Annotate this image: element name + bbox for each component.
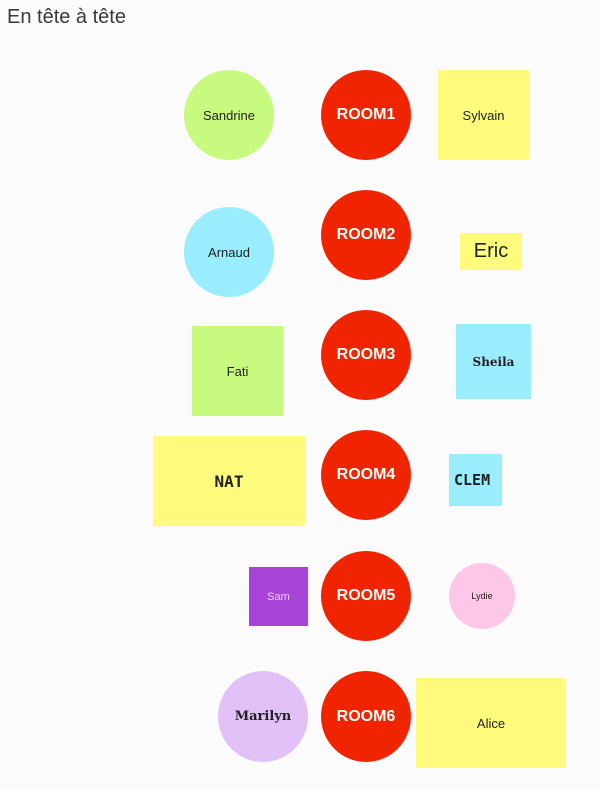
- participant-sam[interactable]: Sam: [249, 567, 308, 626]
- room-5[interactable]: ROOM5: [321, 551, 411, 641]
- participant-lydie[interactable]: Lydie: [449, 563, 515, 629]
- room-6[interactable]: ROOM6: [321, 671, 411, 762]
- participant-sandrine[interactable]: Sandrine: [184, 70, 274, 160]
- participant-fati[interactable]: Fati: [192, 326, 283, 416]
- participant-eric[interactable]: Eric: [460, 233, 522, 270]
- participant-clem[interactable]: CLEM: [449, 454, 502, 506]
- board-title: En tête à tête: [7, 6, 126, 28]
- participant-marilyn[interactable]: Marilyn: [218, 671, 308, 762]
- participant-sheila[interactable]: Sheila: [456, 324, 531, 399]
- room-4[interactable]: ROOM4: [321, 430, 411, 520]
- participant-arnaud[interactable]: Arnaud: [184, 207, 274, 297]
- room-2[interactable]: ROOM2: [321, 190, 411, 280]
- participant-alice[interactable]: Alice: [416, 678, 566, 768]
- room-1[interactable]: ROOM1: [321, 70, 411, 160]
- participant-nat[interactable]: NAT: [153, 436, 305, 526]
- room-3[interactable]: ROOM3: [321, 310, 411, 400]
- participant-sylvain[interactable]: Sylvain: [438, 70, 529, 160]
